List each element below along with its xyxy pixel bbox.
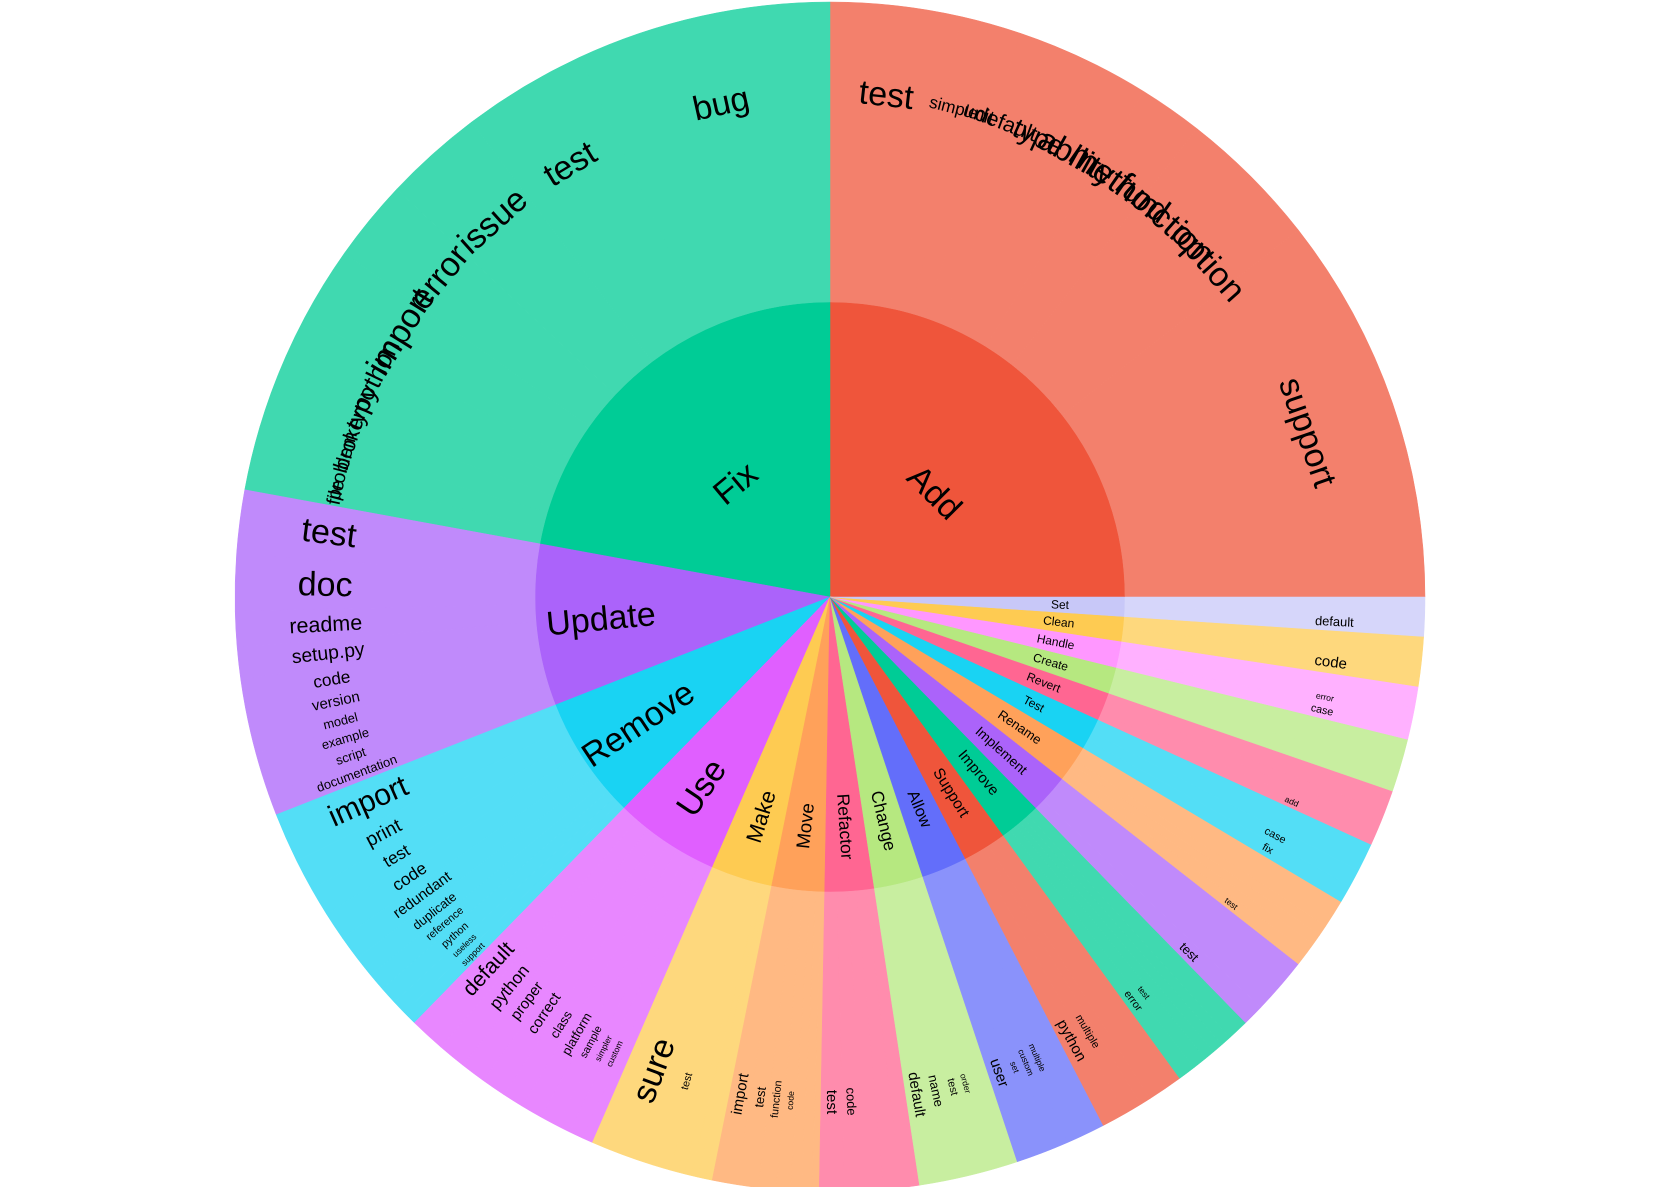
label-set: set <box>1008 1060 1022 1075</box>
outer-ring <box>234 1 1426 1187</box>
label-doc: doc <box>297 565 353 604</box>
label-readme: readme <box>289 610 363 638</box>
label-error: error <box>1315 690 1335 703</box>
label-refactor: Refactor <box>833 793 857 860</box>
sector-add-support-0[interactable] <box>1061 229 1426 598</box>
label-test: test <box>679 1071 695 1091</box>
label-test: test <box>299 511 359 556</box>
label-file: file <box>323 478 350 507</box>
label-test: test <box>944 1077 960 1097</box>
label-test: test <box>857 73 916 117</box>
label-name: name <box>925 1073 946 1108</box>
sector-fix-bug-0[interactable] <box>578 1 831 330</box>
label-code: code <box>1313 652 1348 673</box>
label-move: Move <box>792 802 818 850</box>
label-set: Set <box>1051 597 1070 612</box>
label-code: code <box>843 1087 859 1116</box>
label-test: test <box>823 1090 840 1115</box>
label-test: test <box>751 1085 769 1108</box>
sector-set-blank-1[interactable] <box>1124 596 1426 616</box>
label-case: case <box>1310 702 1335 719</box>
label-function: function <box>769 1080 785 1119</box>
label-code: code <box>785 1091 796 1111</box>
label-clean: Clean <box>1042 613 1075 630</box>
label-default: default <box>1315 613 1355 630</box>
inner-ring <box>534 301 1126 893</box>
